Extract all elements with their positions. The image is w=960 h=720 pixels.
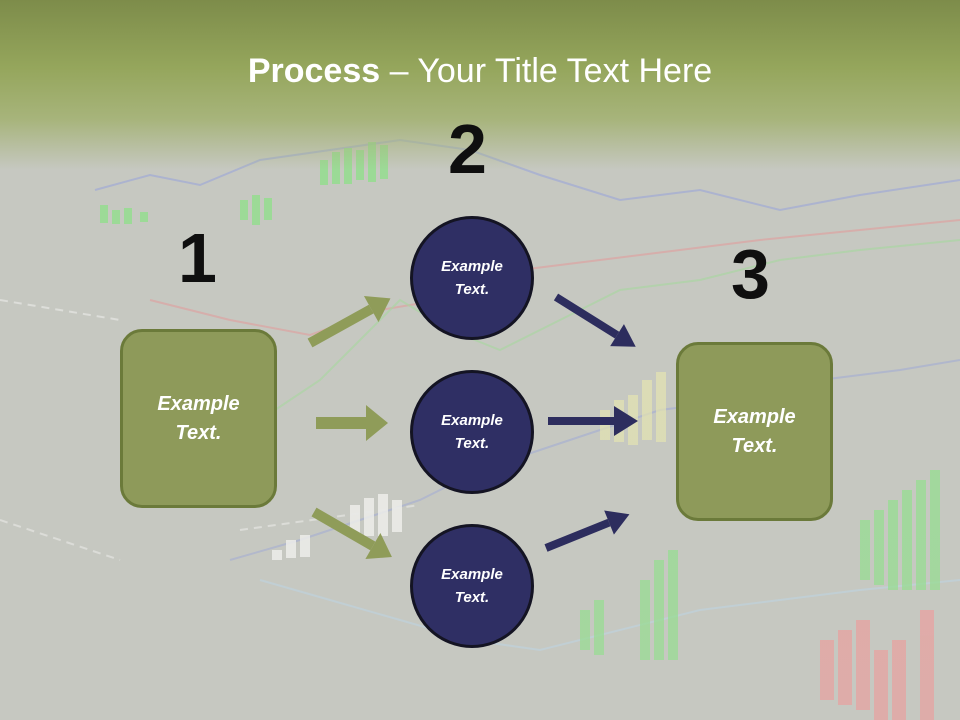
- circle-middle: Example Text.: [410, 370, 534, 494]
- circle-top: Example Text.: [410, 216, 534, 340]
- title-separator: –: [380, 52, 418, 90]
- circle-bottom-text: Example Text.: [441, 566, 503, 606]
- circle-top-text: Example Text.: [441, 258, 503, 298]
- step-number-3: 3: [731, 235, 770, 313]
- step-number-2: 2: [448, 110, 487, 188]
- header-band: [0, 0, 960, 170]
- step-number-1: 1: [178, 219, 217, 297]
- step-3-text: Example Text.: [713, 405, 796, 457]
- step-1-text: Example Text.: [157, 392, 240, 444]
- title-bold: Process: [247, 52, 381, 90]
- step-3-box: Example Text.: [676, 342, 833, 521]
- circle-middle-text: Example Text.: [441, 412, 503, 452]
- step-1-box: Example Text.: [120, 329, 277, 508]
- title-rest: Your Title Text Here: [417, 52, 713, 90]
- page-title: Process – Your Title Text Here: [0, 52, 960, 91]
- circle-bottom: Example Text.: [410, 524, 534, 648]
